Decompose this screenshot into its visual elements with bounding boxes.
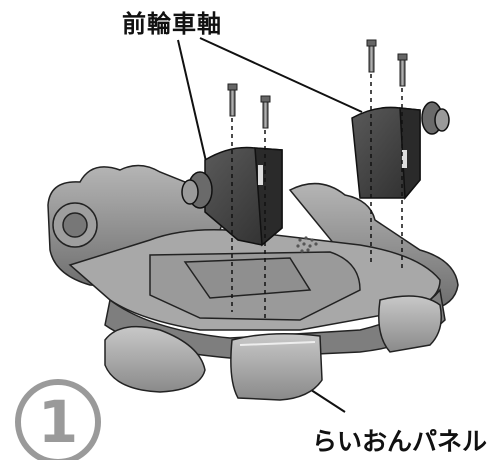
lion-panel-label: らいおんパネル (312, 427, 488, 456)
front-axle-bracket-left (181, 146, 283, 247)
screws (227, 39, 408, 129)
screw-3 (366, 39, 377, 73)
body-base (47, 164, 459, 401)
guide-lines (231, 74, 403, 318)
screw-1 (227, 83, 238, 117)
front-axle-label: 前輪車軸 (122, 10, 222, 38)
step-circle (15, 379, 101, 460)
front-axle-bracket-right (351, 101, 450, 200)
screw-4 (397, 53, 408, 87)
step-number: 1 (37, 388, 79, 456)
screw-2 (260, 95, 271, 129)
